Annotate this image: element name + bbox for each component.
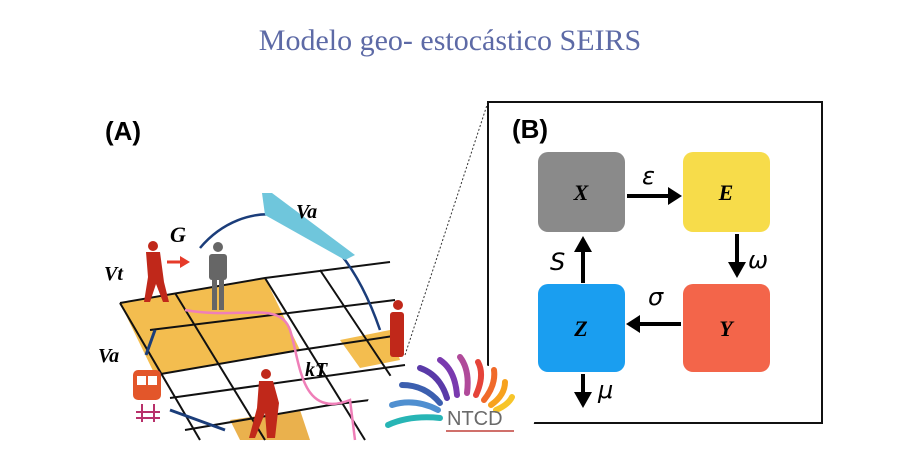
node-x: [538, 152, 625, 232]
node-e-label: E: [718, 180, 734, 205]
slide-title: Modelo geo- estocástico SEIRS: [258, 24, 642, 57]
panel-b-frame: [487, 101, 823, 424]
train-arrow: [144, 329, 157, 356]
panel-b-label: (B): [512, 114, 548, 144]
rate-s: S: [550, 248, 565, 276]
rate-epsilon: ε: [642, 162, 655, 190]
train-icon: [133, 370, 161, 422]
label-vt: Vt: [104, 263, 124, 285]
person-icon-destination: [390, 300, 404, 357]
node-y: [683, 284, 770, 372]
node-x-label: X: [573, 180, 590, 205]
ntcd-logo: NTCD: [365, 354, 535, 470]
train-arrow-2: [169, 408, 226, 432]
zoom-lines: [404, 101, 822, 424]
person-icon-susceptible: [209, 242, 227, 310]
node-z: [538, 284, 625, 372]
transition-arrows: [574, 187, 746, 408]
arrow-head: [180, 256, 190, 268]
node-z-label: Z: [573, 316, 587, 341]
rate-mu: μ: [597, 376, 613, 404]
person-icon-walker: [249, 369, 279, 438]
label-g: G: [170, 222, 186, 247]
node-e: [683, 152, 770, 232]
node-y-label: Y: [719, 316, 735, 341]
panel-a-label: (A): [105, 116, 141, 146]
label-kt: kT: [305, 359, 328, 381]
rate-omega: ω: [748, 246, 768, 274]
label-va-train: Va: [98, 345, 119, 367]
rate-sigma: σ: [648, 283, 664, 311]
grid-map: [119, 261, 411, 441]
person-icon-infected: [144, 241, 169, 302]
label-va-plane: Va: [296, 201, 317, 223]
logo-text: NTCD: [447, 408, 503, 430]
plane-icon: [262, 193, 355, 260]
random-walk-path: [184, 308, 357, 441]
